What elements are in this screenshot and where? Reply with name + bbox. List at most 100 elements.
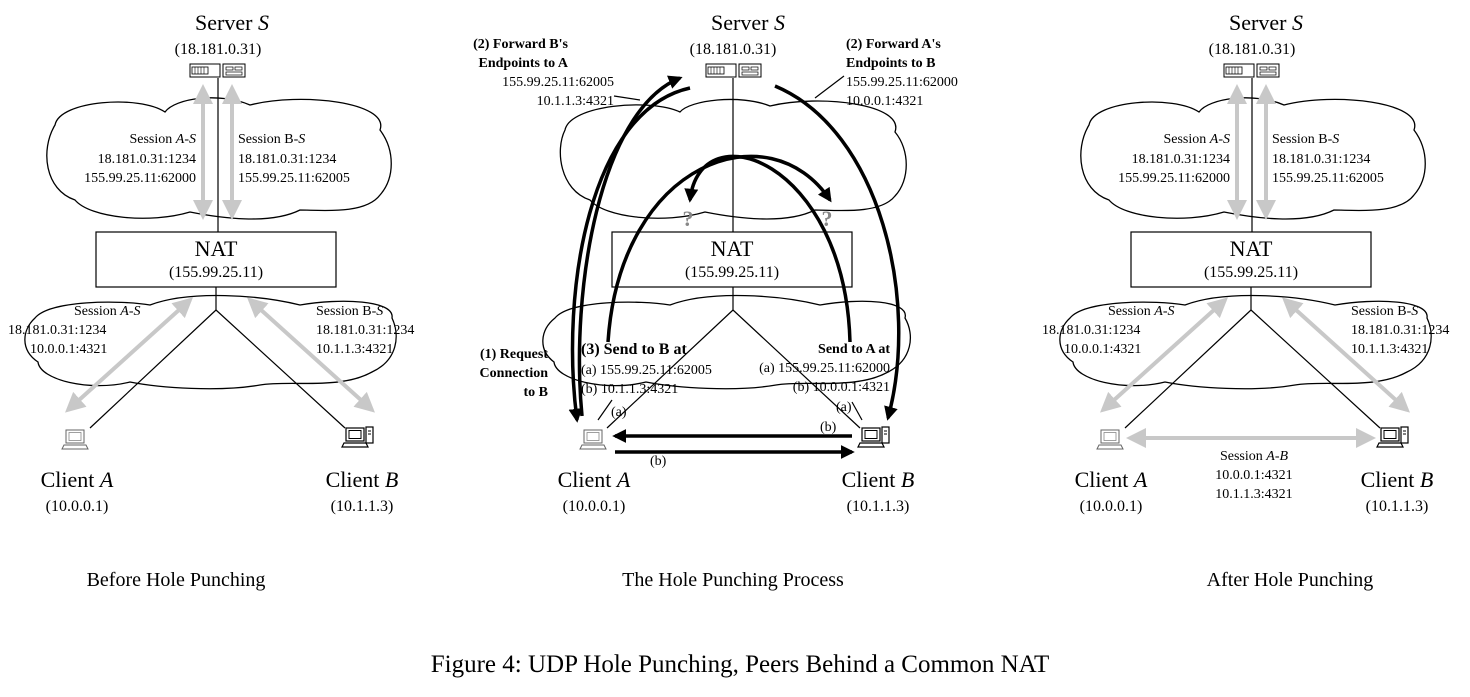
request-arrow bbox=[577, 75, 683, 417]
session-a-b-label: Session A-B bbox=[1220, 449, 1289, 464]
step3-left-line1: (a) 155.99.25.11:62005 bbox=[581, 363, 712, 378]
client-a-icon bbox=[61, 429, 89, 450]
server-ip: (18.181.0.31) bbox=[1209, 41, 1296, 58]
nat-label: NAT bbox=[195, 236, 238, 261]
step2-left-line1: 155.99.25.11:62005 bbox=[502, 75, 614, 90]
session-a-s-line2: 155.99.25.11:62000 bbox=[1118, 171, 1230, 186]
tick-a bbox=[851, 401, 863, 421]
nat-ip: (155.99.25.11) bbox=[685, 264, 779, 281]
lower-session-b-label: Session B-S bbox=[1351, 304, 1418, 319]
question-mark: ? bbox=[683, 206, 694, 231]
client-a-ip: (10.0.0.1) bbox=[1080, 498, 1143, 515]
server-icon bbox=[705, 63, 762, 78]
step1-line2: Connection bbox=[480, 366, 549, 381]
server-label: Server S bbox=[195, 10, 269, 35]
nat-box bbox=[1130, 231, 1372, 288]
lower-cloud bbox=[542, 294, 912, 390]
step1-line3: to B bbox=[524, 385, 549, 400]
panel-before: Server S (18.181.0.31) Session A-S 18.18… bbox=[8, 10, 414, 591]
step3-right-line1: (a) 155.99.25.11:62000 bbox=[759, 361, 890, 376]
session-a-s-lower-arrow bbox=[65, 297, 193, 413]
client-b-ip: (10.1.1.3) bbox=[847, 498, 910, 515]
lower-session-a-label: Session A-S bbox=[74, 304, 141, 319]
lower-session-b-line2: 10.1.1.3:4321 bbox=[316, 342, 393, 357]
server-ip: (18.181.0.31) bbox=[175, 41, 262, 58]
session-a-b-line2: 10.1.1.3:4321 bbox=[1215, 487, 1292, 502]
step3-left-line2: (b) 10.1.1.3:4321 bbox=[581, 382, 678, 397]
session-b-s-line2: 155.99.25.11:62005 bbox=[1272, 171, 1384, 186]
step2-right-line2: 10.0.0.1:4321 bbox=[846, 94, 923, 109]
mark-b-label: (b) bbox=[650, 454, 667, 469]
lower-session-a-line2: 10.0.0.1:4321 bbox=[30, 342, 107, 357]
step3-right-line2: (b) 10.0.0.1:4321 bbox=[793, 380, 890, 395]
client-a-label: Client A bbox=[1075, 467, 1148, 492]
upper-cloud bbox=[46, 97, 392, 220]
server-label: Server S bbox=[711, 10, 785, 35]
server-ip: (18.181.0.31) bbox=[690, 41, 777, 58]
session-a-s-line1: 18.181.0.31:1234 bbox=[98, 152, 196, 167]
client-a-icon bbox=[579, 429, 607, 450]
client-b-ip: (10.1.1.3) bbox=[331, 498, 394, 515]
session-b-s-line2: 155.99.25.11:62005 bbox=[238, 171, 350, 186]
lower-session-a-line1: 18.181.0.31:1234 bbox=[8, 323, 106, 338]
client-b-label: Client B bbox=[842, 467, 915, 492]
lower-session-b-line2: 10.1.1.3:4321 bbox=[1351, 342, 1428, 357]
nat-ip: (155.99.25.11) bbox=[1204, 264, 1298, 281]
nat-label: NAT bbox=[711, 236, 754, 261]
session-a-s-label: Session A-S bbox=[1163, 132, 1230, 147]
step2-left-line2: 10.1.1.3:4321 bbox=[537, 94, 614, 109]
session-b-s-line1: 18.181.0.31:1234 bbox=[1272, 152, 1370, 167]
forward-to-a-arrow bbox=[568, 86, 691, 423]
panel-after: Server S (18.181.0.31) Session A-S 18.18… bbox=[1042, 10, 1449, 591]
leader-line bbox=[814, 75, 845, 99]
client-a-label: Client A bbox=[558, 467, 631, 492]
step2-right-line1: 155.99.25.11:62000 bbox=[846, 75, 958, 90]
nat-ip: (155.99.25.11) bbox=[169, 264, 263, 281]
mark-a-label: (a) bbox=[836, 400, 852, 415]
nat-box bbox=[611, 231, 853, 288]
session-b-s-label: Session B-S bbox=[1272, 132, 1339, 147]
session-a-s-label: Session A-S bbox=[129, 132, 196, 147]
client-b-icon bbox=[1376, 426, 1409, 448]
step2-right-title: (2) Forward A's bbox=[846, 37, 941, 52]
client-b-label: Client B bbox=[1361, 467, 1434, 492]
lower-session-a-label: Session A-S bbox=[1108, 304, 1175, 319]
session-b-s-line1: 18.181.0.31:1234 bbox=[238, 152, 336, 167]
client-a-label: Client A bbox=[41, 467, 114, 492]
panel-process: Server S (18.181.0.31) NAT (155.99.25.11… bbox=[473, 10, 958, 591]
tick-a bbox=[597, 399, 613, 421]
lower-session-a-line1: 18.181.0.31:1234 bbox=[1042, 323, 1140, 338]
mark-b-label: (b) bbox=[820, 420, 837, 435]
client-b-icon bbox=[857, 426, 890, 448]
punch-b-to-nat-arrow bbox=[684, 154, 852, 343]
step2-left-title: (2) Forward B's bbox=[473, 37, 568, 52]
step3-right-title: Send to A at bbox=[818, 342, 890, 357]
step1-line1: (1) Request bbox=[480, 347, 548, 362]
link-client-a bbox=[606, 309, 734, 429]
panel-title: After Hole Punching bbox=[1207, 569, 1374, 591]
lower-session-b-line1: 18.181.0.31:1234 bbox=[316, 323, 414, 338]
client-b-icon bbox=[341, 426, 374, 448]
session-b-s-lower-arrow bbox=[1282, 297, 1410, 413]
lower-session-b-label: Session B-S bbox=[316, 304, 383, 319]
server-icon bbox=[1223, 63, 1280, 78]
session-a-s-lower-arrow bbox=[1100, 297, 1228, 413]
lower-session-b-line1: 18.181.0.31:1234 bbox=[1351, 323, 1449, 338]
question-mark: ? bbox=[822, 206, 833, 231]
lower-session-a-line2: 10.0.0.1:4321 bbox=[1064, 342, 1141, 357]
figure-caption: Figure 4: UDP Hole Punching, Peers Behin… bbox=[431, 651, 1049, 678]
client-a-ip: (10.0.0.1) bbox=[46, 498, 109, 515]
nat-box bbox=[95, 231, 337, 288]
client-b-label: Client B bbox=[326, 467, 399, 492]
session-b-s-label: Session B-S bbox=[238, 132, 305, 147]
panel-title: The Hole Punching Process bbox=[622, 569, 844, 591]
step2-left-subtitle: Endpoints to A bbox=[479, 56, 569, 71]
panel-title: Before Hole Punching bbox=[87, 569, 266, 591]
session-a-s-line1: 18.181.0.31:1234 bbox=[1132, 152, 1230, 167]
step2-right-subtitle: Endpoints to B bbox=[846, 56, 935, 71]
session-a-s-line2: 155.99.25.11:62000 bbox=[84, 171, 196, 186]
link-client-b bbox=[732, 309, 861, 429]
nat-label: NAT bbox=[1230, 236, 1273, 261]
